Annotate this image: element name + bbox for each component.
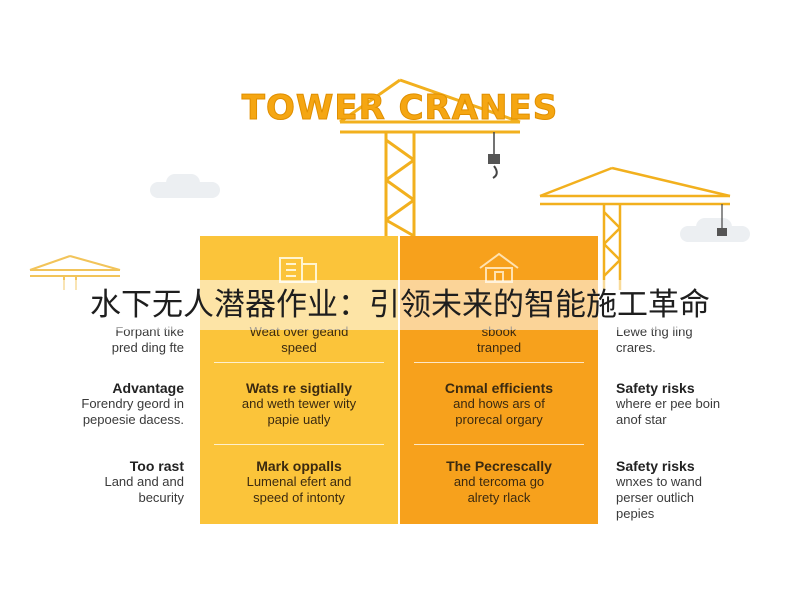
- left-label-1-text: Forendry geord in pepoesie dacess.: [81, 396, 184, 427]
- house-icon: [479, 252, 519, 283]
- divider: [214, 362, 384, 363]
- cell-c1-1: Wats re sigtially and weth tewer wity pa…: [200, 380, 398, 428]
- left-label-1-heading: Advantage: [112, 380, 184, 396]
- right-label-1-text: where er pee boin anof star: [616, 396, 721, 427]
- crane-hook-icon: [717, 228, 727, 236]
- right-label-1: Safety risks where er pee boin anof star: [616, 380, 796, 428]
- cell-c1-2-heading: Mark oppalls: [256, 458, 342, 474]
- cell-c1-1-text: and weth tewer wity papie uatly: [241, 396, 357, 427]
- divider: [414, 444, 584, 445]
- left-label-2: Too rast Land and and becurity: [14, 458, 184, 506]
- cell-c2-2: The Pecrescally and tercoma go alrety rl…: [400, 458, 598, 506]
- right-label-2-text: wnxes to wand perser outlich pepies: [616, 474, 702, 521]
- cell-c1-2-text: Lumenal efert and speed of intonty: [246, 474, 352, 505]
- cell-c2-1-text: and hows ars of prorecal orgary: [453, 396, 545, 427]
- left-label-2-heading: Too rast: [129, 458, 184, 474]
- building-icon: [279, 257, 317, 283]
- page-title: TOWER CRANES: [241, 88, 559, 129]
- cloud-icon: [166, 174, 200, 192]
- cell-c2-2-heading: The Pecrescally: [446, 458, 552, 474]
- left-label-2-text: Land and and becurity: [104, 474, 184, 505]
- right-label-2: Safety risks wnxes to wand perser outlic…: [616, 458, 796, 522]
- cell-c2-1: Cnmal efficients and hows ars of proreca…: [400, 380, 598, 428]
- right-label-1-heading: Safety risks: [616, 380, 695, 396]
- cell-c1-1-heading: Wats re sigtially: [245, 380, 353, 396]
- cell-c2-2-text: and tercoma go alrety rlack: [453, 474, 545, 505]
- overlay-caption: 水下无人潜器作业：引领未来的智能施工革命: [0, 280, 800, 330]
- cell-c1-2: Mark oppalls Lumenal efert and speed of …: [200, 458, 398, 506]
- right-label-2-heading: Safety risks: [616, 458, 695, 474]
- crane-hook-icon: [488, 154, 500, 164]
- cell-c2-1-heading: Cnmal efficients: [444, 380, 554, 396]
- divider: [214, 444, 384, 445]
- left-label-1: Advantage Forendry geord in pepoesie dac…: [14, 380, 184, 428]
- divider: [414, 362, 584, 363]
